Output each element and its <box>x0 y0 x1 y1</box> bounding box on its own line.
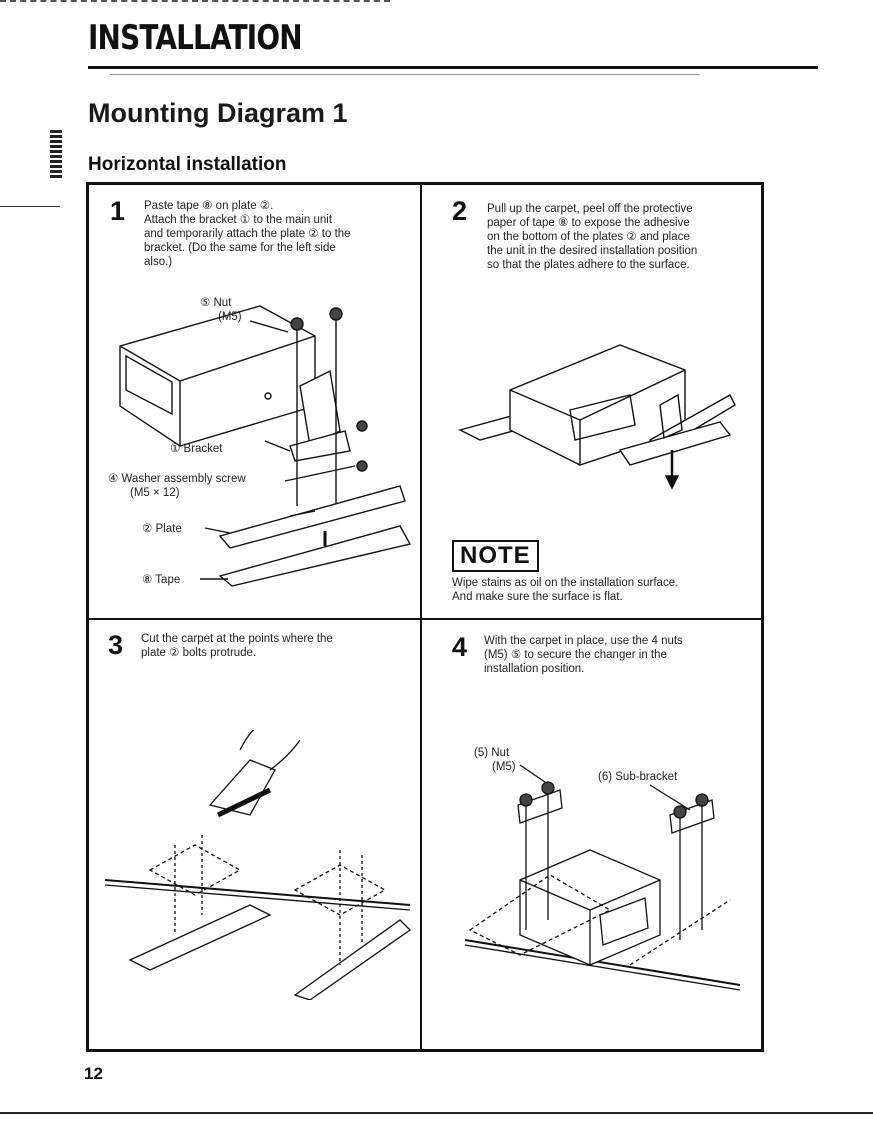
step-1-line: bracket. (Do the same for the left side <box>144 242 336 254</box>
step-4-text: With the carpet in place, use the 4 nuts… <box>484 634 683 676</box>
step-1-number: 1 <box>110 196 126 226</box>
step-4-line: installation position. <box>484 663 585 675</box>
step-1-line: Attach the bracket ① to the main unit <box>144 214 333 226</box>
top-dashed-edge <box>0 0 390 2</box>
step-2-line: the unit in the desired installation pos… <box>487 245 698 257</box>
figure-1-bracket-assembly: ⑤ Nut (M5) ① Bracket ④ Washer assembly s… <box>108 297 412 587</box>
fig1-washer-label: ④ Washer assembly screw <box>108 473 246 485</box>
fig1-nut-label: ⑤ Nut <box>200 297 232 309</box>
section-title: INSTALLATION <box>88 18 303 58</box>
step-3-number: 3 <box>108 630 124 660</box>
note-text: Wipe stains as oil on the installation s… <box>452 576 678 604</box>
side-tab-marks <box>50 130 62 180</box>
step-3-text: Cut the carpet at the points where the p… <box>141 632 333 660</box>
fig1-plate-label: ② Plate <box>142 523 182 535</box>
figure-4-sub-bracket-mount: (5) Nut (M5) (6) Sub-bracket <box>464 747 741 991</box>
grid-divider-horizontal <box>86 618 764 620</box>
step-3-line: plate ② bolts protrude. <box>141 647 257 659</box>
note-line: And make sure the surface is flat. <box>452 591 623 603</box>
step-2-line: on the bottom of the plates ② and place <box>487 231 690 243</box>
note-label: NOTE <box>452 540 539 572</box>
title-rule <box>88 66 818 69</box>
step-1-line: also.) <box>144 256 173 268</box>
fig1-washer-size: (M5 × 12) <box>130 487 180 499</box>
fig4-nut-size: (M5) <box>492 761 516 773</box>
step-1-line: and temporarily attach the plate ② to th… <box>144 228 351 240</box>
title-rule-thin <box>110 74 700 75</box>
step-4-line: With the carpet in place, use the 4 nuts <box>484 635 683 647</box>
page-heading: Mounting Diagram 1 <box>88 98 348 128</box>
fig1-bracket-label: ① Bracket <box>170 443 223 455</box>
figure-3-cutting-carpet <box>104 730 412 1000</box>
step-2-line: paper of tape ⑧ to expose the adhesive <box>487 217 690 229</box>
steps-grid <box>86 182 764 1052</box>
fig4-sub-bracket-label: (6) Sub-bracket <box>598 771 678 783</box>
step-2-line: Pull up the carpet, peel off the protect… <box>487 203 693 215</box>
step-1-line: Paste tape ⑧ on plate ②. <box>144 200 274 212</box>
sub-heading: Horizontal installation <box>88 154 287 175</box>
fig1-nut-size: (M5) <box>218 311 242 323</box>
fig4-nut-label: (5) Nut <box>474 747 510 759</box>
step-1-text: Paste tape ⑧ on plate ②. Attach the brac… <box>144 199 351 269</box>
note-line: Wipe stains as oil on the installation s… <box>452 577 679 589</box>
step-4-line: (M5) ⑤ to secure the changer in the <box>484 649 667 661</box>
fig1-tape-label: ⑧ Tape <box>142 574 180 586</box>
figure-2-unit-on-plates <box>458 344 736 490</box>
side-dash <box>0 206 60 207</box>
step-3-line: Cut the carpet at the points where the <box>141 633 333 645</box>
step-2-number: 2 <box>452 196 468 226</box>
grid-divider-vertical <box>420 182 422 1052</box>
step-2-line: so that the plates adhere to the surface… <box>487 259 690 271</box>
page-number: 12 <box>84 1064 103 1083</box>
bottom-rule <box>0 1112 873 1114</box>
step-2-text: Pull up the carpet, peel off the protect… <box>487 202 697 272</box>
step-4-number: 4 <box>452 632 468 662</box>
